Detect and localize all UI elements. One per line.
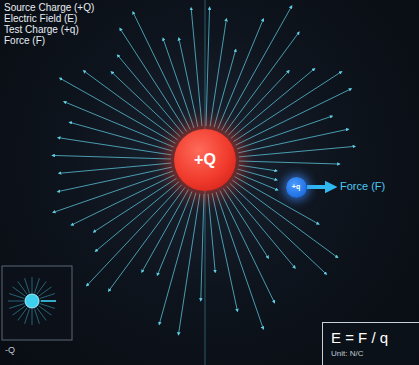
field-line bbox=[234, 72, 341, 142]
inset-field-line bbox=[34, 309, 39, 324]
field-line bbox=[96, 182, 179, 251]
inset-charge bbox=[25, 294, 39, 308]
field-line bbox=[70, 122, 172, 150]
field-line bbox=[237, 116, 332, 149]
field-line bbox=[231, 69, 314, 138]
inset-field-line bbox=[40, 294, 55, 299]
inset-field-line bbox=[8, 301, 24, 302]
formula-box: E = F / qUnit: N/C bbox=[322, 322, 419, 365]
node-text: +Q bbox=[194, 150, 216, 170]
inset-field-line bbox=[40, 301, 56, 302]
inset-field-line bbox=[32, 309, 33, 325]
legend-text: Force (F) bbox=[4, 35, 45, 46]
field-line bbox=[159, 193, 195, 324]
field-line bbox=[239, 161, 339, 164]
field-line bbox=[220, 191, 274, 302]
field-line bbox=[239, 146, 355, 157]
field-line bbox=[163, 39, 194, 128]
inset-field-line bbox=[9, 303, 24, 308]
field-line bbox=[158, 191, 192, 274]
field-line bbox=[227, 186, 295, 267]
field-line bbox=[84, 71, 177, 140]
field-line bbox=[238, 169, 277, 180]
field-line bbox=[87, 185, 182, 286]
field-line bbox=[109, 187, 185, 290]
field-line bbox=[238, 129, 348, 153]
field-line bbox=[223, 189, 268, 258]
test-charge: +q bbox=[286, 177, 307, 198]
field-line bbox=[225, 33, 298, 133]
field-line bbox=[214, 50, 235, 127]
inset-field-line bbox=[18, 307, 27, 320]
field-line bbox=[58, 167, 171, 191]
field-line bbox=[222, 7, 292, 131]
inset-arrow bbox=[41, 300, 56, 302]
field-line bbox=[201, 194, 204, 300]
field-line bbox=[208, 194, 215, 272]
legend-row: Source Charge (+Q) bbox=[4, 2, 94, 13]
legend: Source Charge (+Q)Electric Field (E)Test… bbox=[4, 2, 94, 46]
inset-field-line bbox=[34, 278, 39, 293]
inset-field-line bbox=[37, 282, 46, 295]
node-subtext: Unit: N/C bbox=[331, 348, 363, 359]
force-arrow bbox=[307, 185, 331, 189]
legend-text: Electric Field (E) bbox=[4, 13, 77, 24]
field-line bbox=[239, 165, 277, 171]
inset-field-line bbox=[25, 278, 30, 293]
inset-field-line bbox=[40, 303, 55, 308]
inset-field-line bbox=[37, 307, 46, 320]
inset-field-line bbox=[13, 287, 26, 296]
field-line bbox=[120, 29, 186, 131]
field-line bbox=[60, 163, 172, 173]
field-line bbox=[179, 194, 200, 334]
field-line bbox=[191, 9, 202, 127]
inset-field-line bbox=[32, 277, 33, 293]
force-label: Force (F) bbox=[340, 180, 385, 192]
inset-field-line bbox=[13, 306, 26, 315]
field-line bbox=[236, 89, 351, 145]
inset-field-line bbox=[25, 309, 30, 324]
inset-field-line bbox=[38, 287, 51, 296]
inset-field-line bbox=[9, 294, 24, 299]
field-line bbox=[54, 171, 173, 212]
inset-charge-label: -Q bbox=[5, 345, 15, 355]
node-text: E = F / q bbox=[331, 329, 388, 348]
inset-field-line bbox=[38, 306, 51, 315]
field-line bbox=[216, 192, 263, 328]
field-line bbox=[94, 178, 176, 231]
legend-row: Test Charge (+q) bbox=[4, 24, 94, 35]
field-line bbox=[210, 20, 226, 127]
source-charge: +Q bbox=[174, 129, 236, 191]
field-line bbox=[133, 13, 190, 130]
node-text: +q bbox=[292, 183, 300, 192]
field-line bbox=[230, 183, 326, 273]
inset-field-line bbox=[18, 282, 27, 295]
legend-text: Test Charge (+q) bbox=[4, 24, 79, 35]
inset-field-lines bbox=[8, 277, 56, 325]
field-line bbox=[72, 175, 174, 225]
legend-text: Source Charge (+Q) bbox=[4, 2, 94, 13]
field-line bbox=[232, 180, 337, 257]
inset-frame bbox=[2, 266, 72, 340]
field-line bbox=[112, 72, 180, 136]
field-line bbox=[206, 8, 210, 126]
field-lines bbox=[53, 7, 354, 334]
legend-row: Force (F) bbox=[4, 35, 94, 46]
legend-row: Electric Field (E) bbox=[4, 13, 94, 24]
field-line bbox=[212, 193, 237, 310]
field-line bbox=[53, 155, 171, 159]
